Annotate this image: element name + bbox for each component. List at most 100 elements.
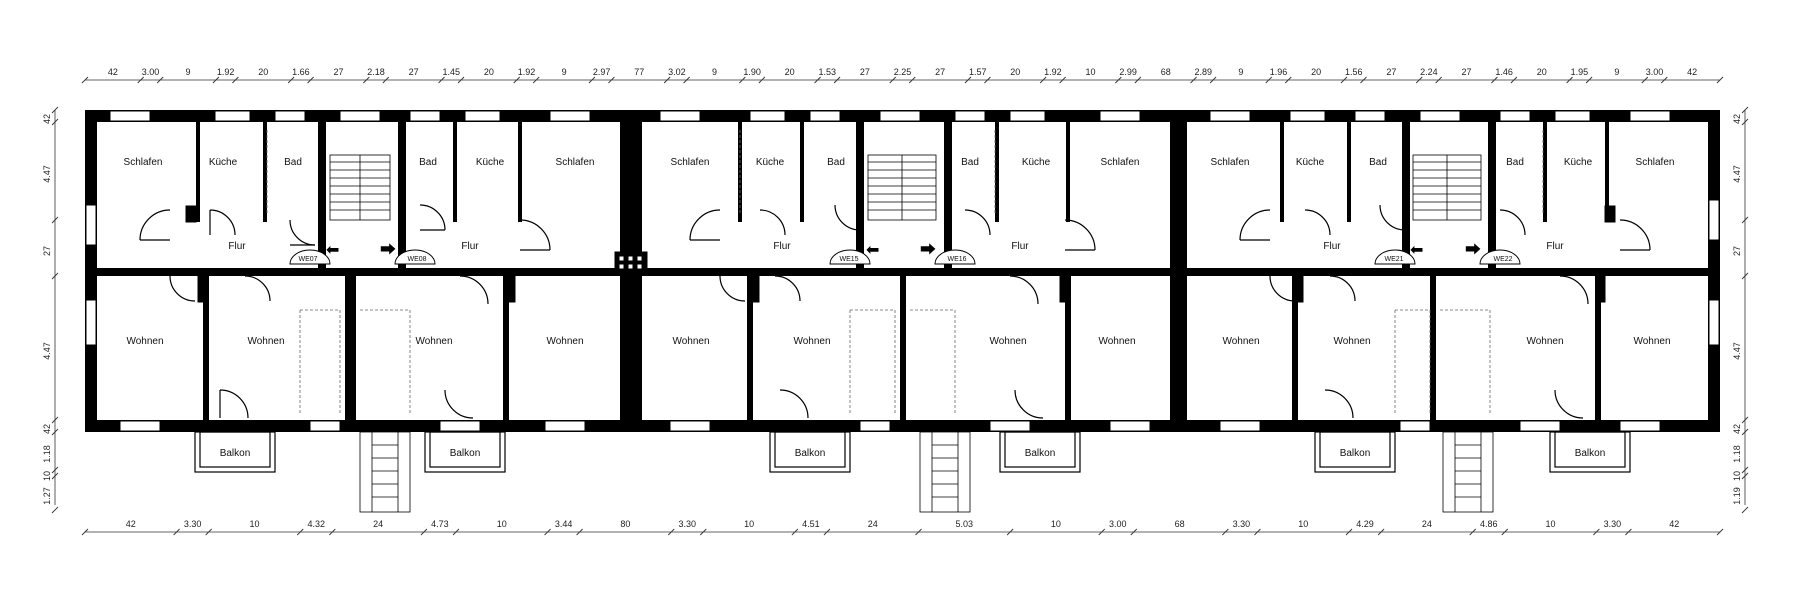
dimension-tick [1134, 76, 1142, 84]
dimension-tick [1641, 76, 1649, 84]
dimension-tick [814, 76, 821, 84]
room-label: Schlafen [1636, 157, 1675, 168]
balconies [194, 431, 1631, 473]
dimension-label: 4.73 [431, 519, 449, 529]
dimension-tick [1741, 466, 1749, 474]
dimension-label: 1.19 [1732, 487, 1742, 505]
dimension-tick [232, 76, 239, 84]
dimension-label: 20 [785, 67, 795, 77]
room-label: Wohnen [1098, 336, 1135, 347]
dimension-tick [51, 272, 59, 280]
dimension-label: 27 [1386, 67, 1396, 77]
dimension-label: 1.92 [1044, 67, 1062, 77]
room-label: Bad [1506, 157, 1524, 168]
dimension-label: 1.92 [518, 67, 536, 77]
dimension-tick [51, 416, 59, 424]
dimension-tick [1059, 76, 1066, 84]
dimension-label: 1.57 [969, 67, 987, 77]
dimension-tick [1741, 118, 1749, 126]
dimension-tick [363, 76, 370, 84]
dimension-label: 27 [1732, 246, 1742, 256]
dimension-label: 20 [1010, 67, 1020, 77]
room-label: Schlafen [556, 157, 595, 168]
dimension-tick [1741, 272, 1749, 280]
room-label: Bad [1369, 157, 1387, 168]
room-label: Wohnen [1333, 336, 1370, 347]
dimension-label: 4.32 [308, 519, 326, 529]
unit-markers [289, 249, 1521, 265]
arrow-icons: ⬅ ⮕ ⬅ ⮕ ⬅ ⮕ [326, 240, 1481, 259]
dimension-tick [1741, 472, 1749, 480]
dimension-label: 77 [634, 67, 644, 77]
dimension-label: 24 [1422, 519, 1432, 529]
room-label: Bad [284, 157, 302, 168]
room-labels: Schlafen Küche Bad Bad Küche Schlafen Sc… [124, 157, 1675, 459]
dimension-label: 2.18 [367, 67, 385, 77]
dimension-label: 42 [1687, 67, 1697, 77]
dimension-label: 2.25 [894, 67, 912, 77]
dimension-label: 10 [1051, 519, 1061, 529]
room-label: Flur [461, 241, 479, 252]
dimension-tick [307, 76, 314, 84]
dimension-tick [1039, 76, 1047, 84]
dimension-label: 10 [1732, 471, 1742, 481]
dimension-tick [1115, 76, 1122, 84]
dimension-tick [156, 76, 164, 84]
room-label: Balkon [450, 448, 481, 459]
room-label: Wohnen [247, 336, 284, 347]
dimension-label: 3.44 [555, 519, 573, 529]
room-label: Flur [228, 241, 246, 252]
dimension-label: 80 [620, 519, 630, 529]
dimension-label: 2.99 [1119, 67, 1137, 77]
dimension-label: 42 [1669, 519, 1679, 529]
arrow-right-icon: ⮕ [920, 240, 936, 259]
dimension-tick [1501, 528, 1509, 536]
dimension-tick [1006, 528, 1014, 536]
dimension-label: 1.95 [1571, 67, 1589, 77]
dimension-tick [287, 76, 295, 84]
dimension-tick [212, 76, 220, 84]
dimension-label: 10 [42, 471, 52, 481]
dimension-label: 4.29 [1356, 519, 1374, 529]
dimension-tick [137, 76, 145, 84]
room-label: Küche [1022, 157, 1051, 168]
room-label: Balkon [1340, 448, 1371, 459]
dimension-tick [1741, 216, 1749, 224]
room-label: Schlafen [1101, 157, 1140, 168]
room-label: Küche [209, 157, 238, 168]
dimension-tick [1510, 76, 1518, 84]
dimension-label: 24 [868, 519, 878, 529]
wall-bottom [85, 420, 1720, 432]
dimension-label: 68 [1175, 519, 1185, 529]
room-label: Bad [961, 157, 979, 168]
dimension-tick [915, 528, 922, 536]
dimension-label: 1.45 [443, 67, 461, 77]
dimension-tick [1098, 528, 1106, 536]
room-label: Wohnen [672, 336, 709, 347]
dimension-label: 2.24 [1420, 67, 1438, 77]
room-label: Wohnen [1222, 336, 1259, 347]
dimension-label: 4.47 [1732, 342, 1742, 360]
room-label: Wohnen [126, 336, 163, 347]
dimension-tick [1222, 528, 1229, 536]
arrow-left-icon: ⬅ [326, 240, 339, 259]
door-swings [139, 204, 1651, 419]
arrow-right-icon: ⮕ [1465, 240, 1481, 259]
room-label: Küche [476, 157, 505, 168]
dimension-label: 5.03 [956, 519, 974, 529]
dashed-lines [266, 130, 1544, 415]
dimension-label: 42 [42, 114, 52, 124]
dimension-tick [1190, 76, 1197, 84]
dimension-label: 27 [935, 67, 945, 77]
dimension-label: 27 [333, 67, 343, 77]
dimension-tick [51, 472, 59, 480]
dimension-label: 1.53 [819, 67, 837, 77]
room-label: Küche [756, 157, 785, 168]
dimension-tick [1716, 76, 1724, 84]
dimension-label: 20 [484, 67, 494, 77]
room-label: Balkon [220, 448, 251, 459]
dimension-label: 1.92 [217, 67, 235, 77]
arrow-left-icon: ⬅ [866, 240, 879, 259]
room-label: Wohnen [546, 336, 583, 347]
